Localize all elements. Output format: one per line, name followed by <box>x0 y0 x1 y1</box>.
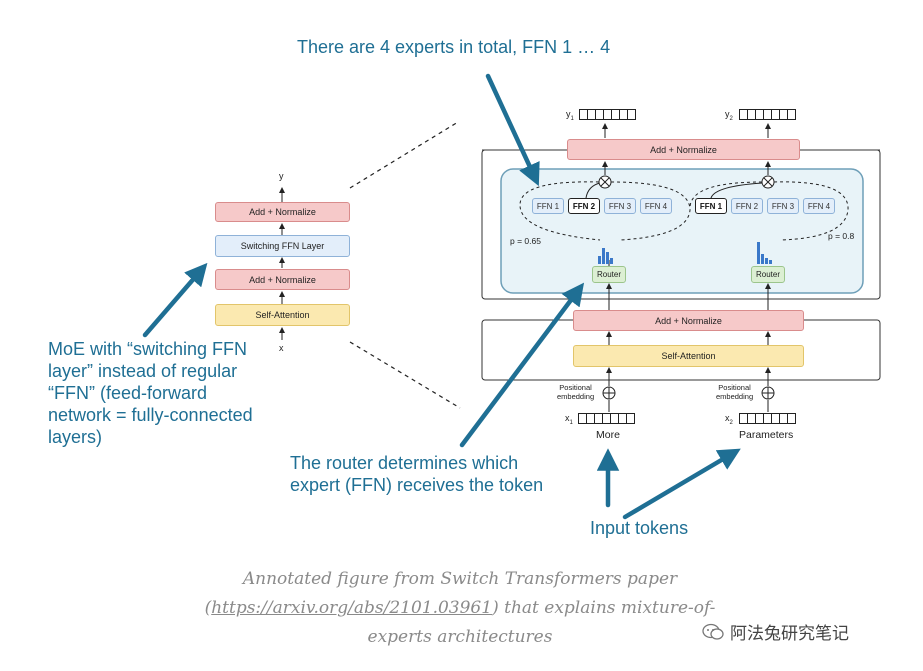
y1-label: y1 <box>566 109 574 122</box>
left-expert-ffn2: FFN 2 <box>568 198 600 214</box>
positional-embedding-left: Positional embedding <box>557 383 595 401</box>
x1-vector <box>578 413 635 424</box>
routing-loop-right <box>689 181 763 209</box>
left-expert-ffn3: FFN 3 <box>604 198 636 214</box>
token-more: More <box>596 429 620 441</box>
watermark-text: 阿法兔研究笔记 <box>730 624 849 644</box>
big-add-normalize-top: Add + Normalize <box>567 139 800 160</box>
y2-label: y2 <box>725 109 733 122</box>
zoom-lines <box>349 121 461 409</box>
y2-vector <box>739 109 796 120</box>
watermark: 阿法兔研究笔记 <box>702 619 849 644</box>
y1-vector <box>579 109 636 120</box>
small-add-normalize-top: Add + Normalize <box>215 202 350 222</box>
caption-line2: (https://arxiv.org/abs/2101.03961) that … <box>204 598 716 618</box>
left-expert-ffn1: FFN 1 <box>532 198 564 214</box>
big-model-arrows <box>585 123 771 412</box>
right-probability: p = 0.8 <box>828 231 855 241</box>
x1-label: x1 <box>565 413 573 426</box>
router-left: Router <box>592 266 626 283</box>
arrow-input-right <box>622 448 741 520</box>
arrow-moe <box>142 262 208 338</box>
right-expert-ffn2: FFN 2 <box>731 198 763 214</box>
x2-vector <box>739 413 796 424</box>
router-histogram-left <box>598 248 613 264</box>
wechat-icon <box>702 623 724 641</box>
figure-caption: Annotated figure from Switch Transformer… <box>160 565 760 652</box>
router-right: Router <box>751 266 785 283</box>
left-probability: p = 0.65 <box>510 236 541 246</box>
moe-annotation: MoE with “switching FFN layer” instead o… <box>48 339 253 447</box>
switching-layer-panel <box>500 168 864 294</box>
arrow-experts <box>485 73 540 187</box>
multiply-right <box>761 175 775 189</box>
right-expert-ffn1: FFN 1 <box>695 198 727 214</box>
router-histogram-right <box>757 242 772 264</box>
caption-link[interactable]: https://arxiv.org/abs/2101.03961 <box>211 598 493 618</box>
input-tokens-annotation: Input tokens <box>590 518 689 538</box>
caption-line3: experts architectures <box>367 627 553 647</box>
big-add-normalize-bottom: Add + Normalize <box>573 310 804 331</box>
right-expert-ffn3: FFN 3 <box>767 198 799 214</box>
small-x-label: x <box>279 343 284 353</box>
left-expert-ffn4: FFN 4 <box>640 198 672 214</box>
small-add-normalize-bottom: Add + Normalize <box>215 269 350 290</box>
small-switching-ffn-layer: Switching FFN Layer <box>215 235 350 257</box>
token-parameters: Parameters <box>739 429 794 441</box>
small-self-attention: Self-Attention <box>215 304 350 326</box>
experts-total-annotation: There are 4 experts in total, FFN 1 … 4 <box>297 37 611 57</box>
small-y-label: y <box>279 171 284 181</box>
arrow-router <box>459 282 585 448</box>
big-self-attention: Self-Attention <box>573 345 804 367</box>
router-annotation: The router determines which expert (FFN)… <box>290 453 544 495</box>
x2-label: x2 <box>725 413 733 426</box>
caption-line1: Annotated figure from Switch Transformer… <box>242 569 678 589</box>
multiply-left <box>598 175 612 189</box>
right-expert-ffn4: FFN 4 <box>803 198 835 214</box>
caption-line2-rest: that explains mixture-of- <box>498 598 716 618</box>
positional-embedding-right: Positional embedding <box>716 383 754 401</box>
